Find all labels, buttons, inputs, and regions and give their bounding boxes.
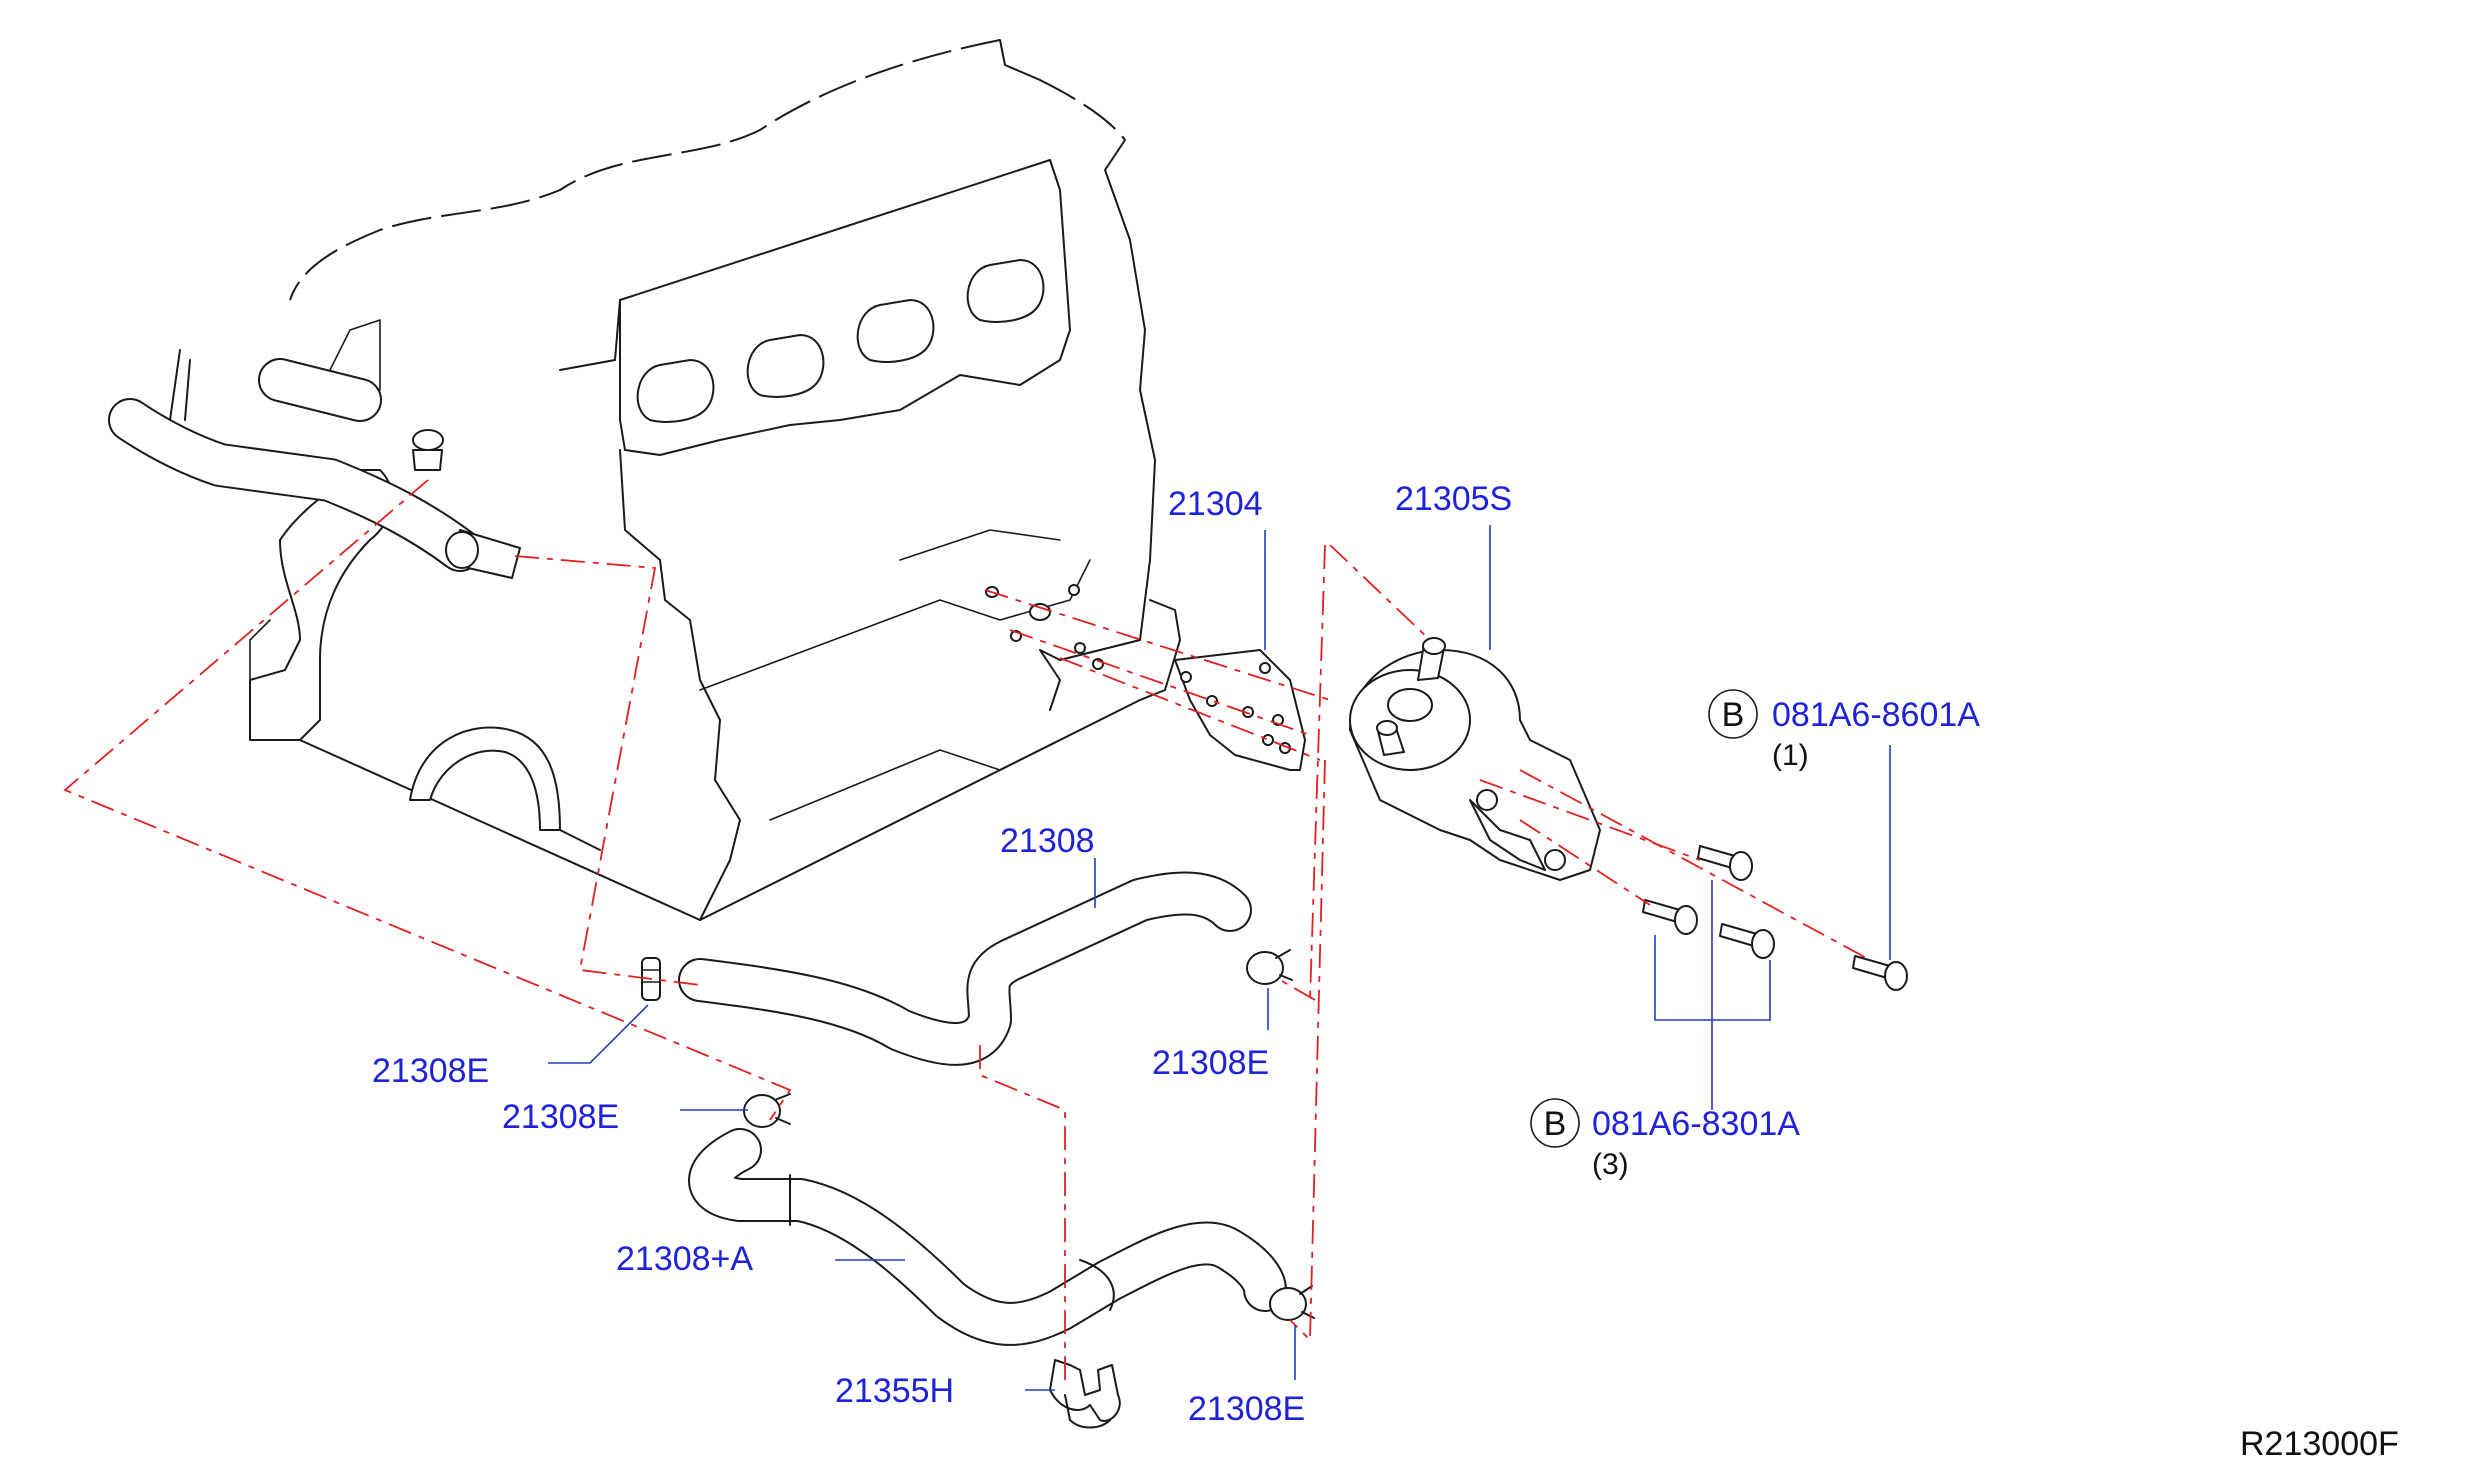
hose-21308A: [688, 1128, 1287, 1346]
clamp-left-lower: [743, 1093, 791, 1128]
callout-letter: B: [1544, 1105, 1567, 1143]
bolt-callout-8301a: B 081A6-8301A (3): [1530, 1098, 1800, 1181]
bolt-8301a-2: [1642, 899, 1698, 935]
callout-letter: B: [1722, 696, 1745, 734]
leader-lines: [548, 525, 1891, 1391]
label-21308e-mid: 21308E: [502, 1098, 619, 1136]
pipe-bolt: [412, 429, 444, 471]
callout-circle: [1530, 1098, 1580, 1148]
label-21308e-lower-right: 21308E: [1188, 1390, 1305, 1428]
engine-block: [249, 39, 1181, 921]
water-pipe-upper: [108, 349, 521, 579]
qty-8301a: (3): [1592, 1148, 1629, 1181]
label-081a6-8301a: 081A6-8301A: [1592, 1105, 1800, 1143]
label-21308: 21308: [1000, 822, 1095, 860]
oil-cooler: [1349, 637, 1601, 881]
hose-21308: [678, 871, 1252, 1066]
hose-clip-21355H: [1049, 1359, 1121, 1429]
label-21308e-left: 21308E: [372, 1052, 489, 1090]
bolt-8301a-3: [1719, 923, 1775, 959]
label-21308e-upper-right: 21308E: [1152, 1044, 1269, 1082]
bolt-callout-8601a: B 081A6-8601A (1): [1708, 689, 1980, 772]
label-21305s: 21305S: [1395, 480, 1512, 518]
clamp-right-upper: [1246, 949, 1293, 985]
qty-8601a: (1): [1772, 739, 1809, 772]
callout-circle: [1708, 689, 1758, 739]
label-21355h: 21355H: [835, 1372, 954, 1410]
alignment-lines: [63, 479, 1871, 1380]
bolt-8601a: [1852, 955, 1908, 991]
label-081a6-8601a: 081A6-8601A: [1772, 696, 1980, 734]
label-21304: 21304: [1168, 485, 1263, 523]
label-21308a: 21308+A: [616, 1240, 753, 1278]
clamp-right-lower: [1269, 1285, 1315, 1321]
diagram-code: R213000F: [2240, 1425, 2399, 1463]
bolt-8301a-1: [1697, 845, 1753, 881]
